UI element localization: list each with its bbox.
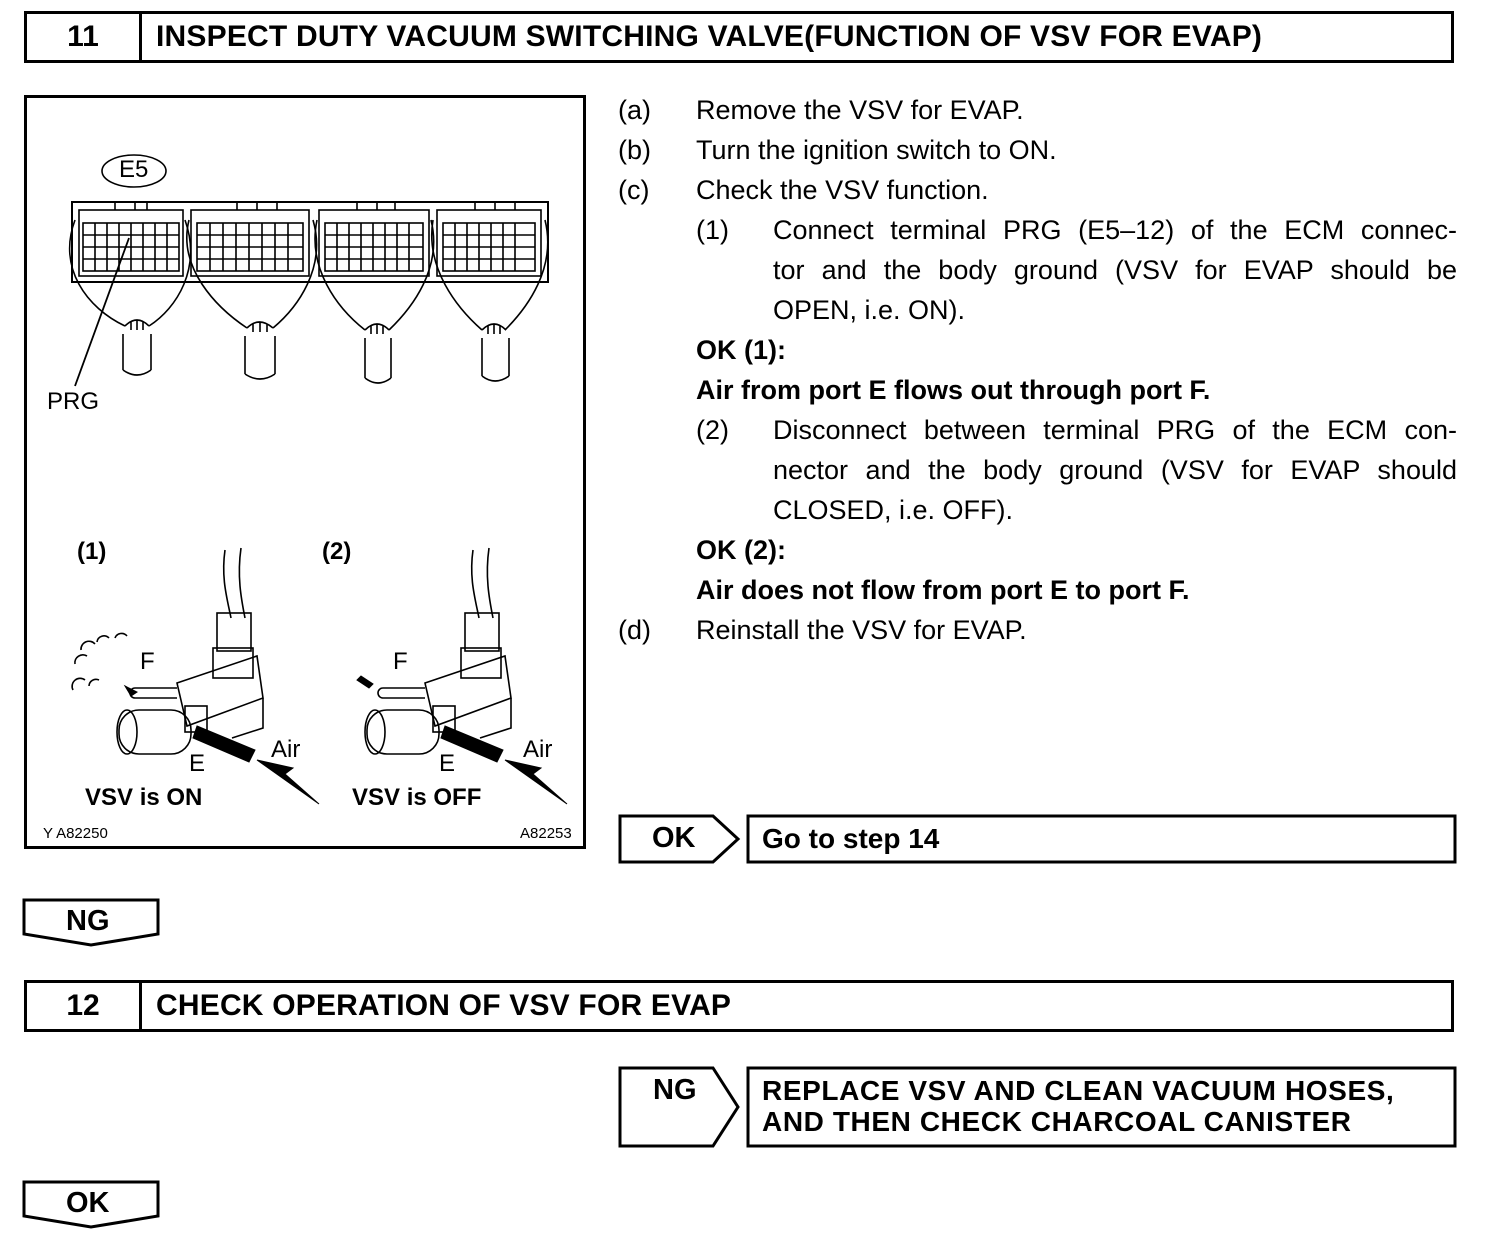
figure-code-right: A82253 bbox=[520, 825, 572, 842]
vsv-off-drawing bbox=[364, 547, 512, 755]
ng-result-line-2: AND THEN CHECK CHARCOAL CANISTER bbox=[762, 1106, 1352, 1137]
sub-item-line: nector and the body ground (VSV for EVAP… bbox=[773, 455, 1457, 485]
sub-item-label: (2) bbox=[696, 415, 729, 445]
sub-instruction-2-cont: CLOSED, i.e. OFF). bbox=[618, 490, 1464, 530]
ok-result-tag: OK bbox=[652, 822, 696, 854]
instruction-d: (d) Reinstall the VSV for EVAP. bbox=[618, 610, 1464, 650]
step-title: CHECK OPERATION OF VSV FOR EVAP bbox=[156, 989, 732, 1022]
sub-item-line: OPEN, i.e. ON). bbox=[773, 295, 966, 325]
sub-instruction-1-cont: tor and the body ground (VSV for EVAP sh… bbox=[618, 250, 1464, 290]
air-puffs-icon bbox=[71, 632, 128, 691]
ok-1-heading-row: OK (1): bbox=[618, 330, 1464, 370]
sub-item-label: (1) bbox=[696, 215, 729, 245]
figure-code-left: Y A82250 bbox=[43, 825, 108, 842]
ok-down-tag: OK bbox=[66, 1187, 110, 1219]
connector-block-1 bbox=[78, 202, 184, 277]
step-number: 12 bbox=[27, 983, 142, 1029]
panel-2-caption: VSV is OFF bbox=[352, 784, 482, 811]
terminal-label: PRG bbox=[47, 388, 100, 415]
sub-instruction-2-cont: nector and the body ground (VSV for EVAP… bbox=[618, 450, 1464, 490]
item-text: Remove the VSV for EVAP. bbox=[696, 95, 1024, 125]
panel-2-number: (2) bbox=[322, 538, 352, 565]
port-e-label-1: E bbox=[189, 750, 206, 777]
ok-2-heading-row: OK (2): bbox=[618, 530, 1464, 570]
instruction-b: (b) Turn the ignition switch to ON. bbox=[618, 130, 1464, 170]
ok-result-text: Go to step 14 bbox=[762, 823, 940, 854]
sub-item-line: CLOSED, i.e. OFF). bbox=[773, 495, 1014, 525]
sub-instruction-2: (2) Disconnect between terminal PRG of t… bbox=[618, 410, 1464, 450]
connector-label: E5 bbox=[119, 156, 149, 183]
ok-result-frame bbox=[618, 814, 1457, 864]
ecm-connector-figure: E5 PRG (1) (2) F F Air Air E E VSV is ON… bbox=[24, 95, 586, 849]
sub-item-line: tor and the body ground (VSV for EVAP sh… bbox=[773, 255, 1457, 285]
panel-1-caption: VSV is ON bbox=[85, 784, 203, 811]
ok-2-text: Air does not flow from port E to port F. bbox=[696, 575, 1190, 605]
sub-item-line: Disconnect between terminal PRG of the E… bbox=[773, 415, 1457, 445]
ok-1-heading: OK (1): bbox=[696, 335, 786, 365]
item-label: (b) bbox=[618, 135, 651, 165]
ok-2-heading: OK (2): bbox=[696, 535, 786, 565]
ng-result-frame bbox=[618, 1066, 1457, 1148]
item-label: (c) bbox=[618, 175, 650, 205]
ng-result-tag: NG bbox=[653, 1074, 697, 1106]
vsv-on-drawing bbox=[116, 547, 264, 755]
ok-1-text-row: Air from port E flows out through port F… bbox=[618, 370, 1464, 410]
instruction-c: (c) Check the VSV function. bbox=[618, 170, 1464, 210]
step-12-header: 12 CHECK OPERATION OF VSV FOR EVAP bbox=[24, 980, 1454, 1032]
item-text: Check the VSV function. bbox=[696, 175, 989, 205]
connector-block-3 bbox=[318, 202, 430, 277]
connector-block-4 bbox=[436, 202, 542, 277]
ok-2-text-row: Air does not flow from port E to port F. bbox=[618, 570, 1464, 610]
step-title: INSPECT DUTY VACUUM SWITCHING VALVE(FUNC… bbox=[156, 20, 1263, 53]
panel-1-number: (1) bbox=[77, 538, 107, 565]
port-e-label-2: E bbox=[439, 750, 456, 777]
air-label-1: Air bbox=[271, 736, 301, 763]
instructions: (a) Remove the VSV for EVAP. (b) Turn th… bbox=[618, 90, 1464, 650]
item-label: (d) bbox=[618, 615, 651, 645]
sub-item-line: Connect terminal PRG (E5–12) of the ECM … bbox=[773, 215, 1457, 245]
ok-1-text: Air from port E flows out through port F… bbox=[696, 375, 1211, 405]
connector-block-2 bbox=[190, 202, 310, 277]
ng-down-tag: NG bbox=[66, 905, 110, 937]
sub-instruction-1: (1) Connect terminal PRG (E5–12) of the … bbox=[618, 210, 1464, 250]
item-label: (a) bbox=[618, 95, 651, 125]
item-text: Reinstall the VSV for EVAP. bbox=[696, 615, 1027, 645]
sub-instruction-1-cont: OPEN, i.e. ON). bbox=[618, 290, 1464, 330]
air-label-2: Air bbox=[523, 736, 553, 763]
step-number: 11 bbox=[27, 14, 142, 60]
figure-drawing bbox=[69, 154, 568, 805]
port-f-label-2: F bbox=[393, 648, 408, 675]
instruction-a: (a) Remove the VSV for EVAP. bbox=[618, 90, 1464, 130]
step-11-header: 11 INSPECT DUTY VACUUM SWITCHING VALVE(F… bbox=[24, 11, 1454, 63]
ok-down-tag-frame bbox=[22, 1180, 160, 1229]
port-f-label-1: F bbox=[140, 648, 155, 675]
ng-result-line-1: REPLACE VSV AND CLEAN VACUUM HOSES, bbox=[762, 1075, 1395, 1106]
item-text: Turn the ignition switch to ON. bbox=[696, 135, 1057, 165]
ng-down-tag-frame bbox=[22, 898, 160, 947]
